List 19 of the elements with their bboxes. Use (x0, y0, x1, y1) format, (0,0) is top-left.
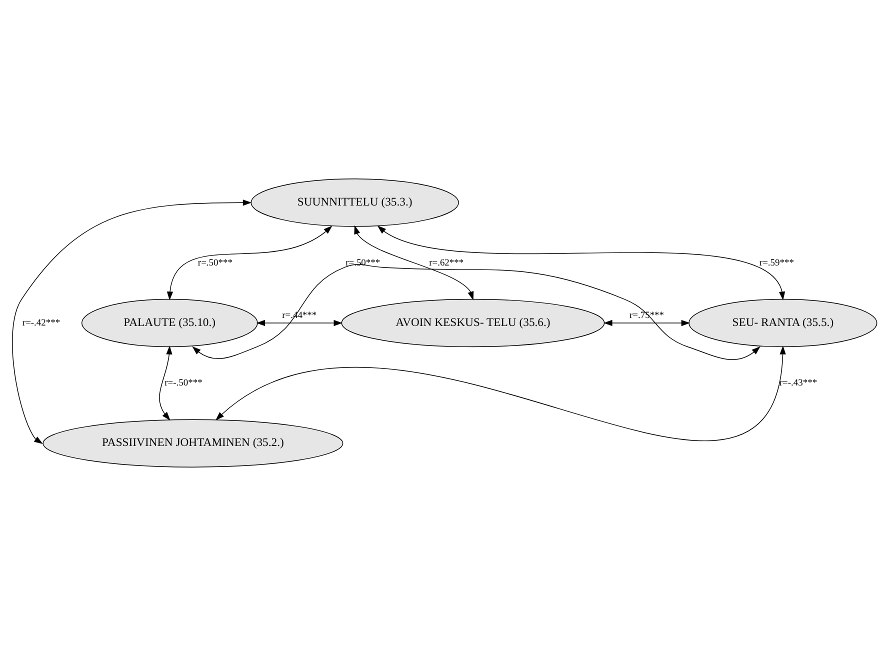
arrow (256, 320, 343, 326)
edge-label: r=-.50*** (164, 378, 202, 389)
node-ellipse: PALAUTE (35.10.) (81, 298, 258, 348)
arrow (159, 346, 172, 420)
node-ellipse: PASSIIVINEN JOHTAMINEN (35.2.) (42, 419, 344, 468)
arrow (604, 320, 690, 326)
arrow (192, 264, 760, 360)
node-ellipse: SUUNNITTELU (35.3.) (250, 178, 459, 227)
arrow (354, 225, 474, 300)
edge-label: r=.59*** (759, 258, 794, 268)
node-ellipse: AVOIN KESKUS- TELU (35.6.) (341, 298, 605, 348)
node-ellipse: SEU- RANTA (35.5.) (688, 298, 878, 348)
edge-label: r=.62*** (429, 258, 464, 268)
arrow (377, 226, 786, 300)
edge-label: r=-.42*** (22, 318, 60, 328)
arrow (166, 226, 332, 300)
edge-label: r=-.43*** (779, 378, 818, 389)
arrow (12, 200, 252, 444)
edge-label: r=.50*** (198, 258, 232, 268)
